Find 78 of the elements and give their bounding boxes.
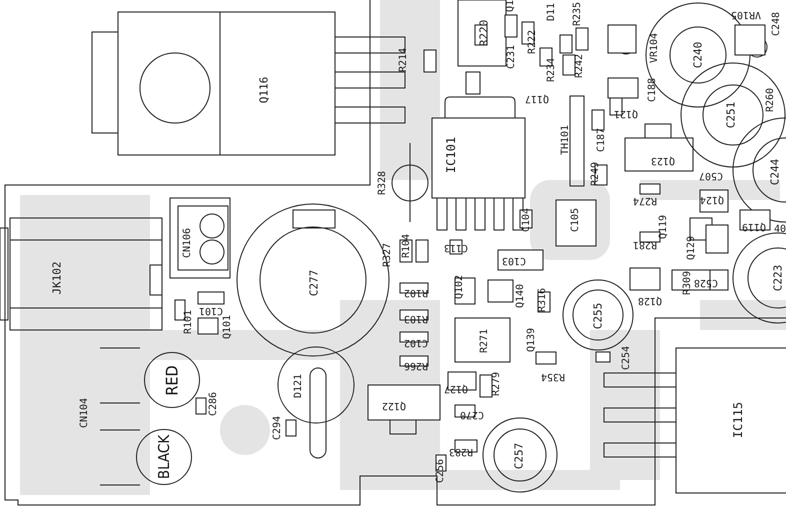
part-designator: Q102 xyxy=(455,274,465,300)
part-designator: R235 xyxy=(573,2,583,26)
part-designator: R214 xyxy=(399,48,409,72)
part-designator: C104 xyxy=(522,208,532,232)
part-designator: C286 xyxy=(209,392,219,416)
part-designator: R260 xyxy=(766,88,776,112)
part-designator: C105 xyxy=(571,208,581,232)
part-designator: R281 xyxy=(632,239,658,249)
part-designator: C101 xyxy=(198,305,224,315)
part-designator: C113 xyxy=(444,242,468,252)
part-designator: Q127 xyxy=(444,383,468,393)
part-designator: R327 xyxy=(383,242,393,268)
wire-pad-circle xyxy=(136,429,192,485)
part-designator: R279 xyxy=(492,372,502,396)
part-designator: R309 xyxy=(683,270,693,296)
part-designator: C270 xyxy=(460,409,484,419)
part-designator: R266 xyxy=(404,360,428,370)
part-designator: TH101 xyxy=(561,124,571,156)
wire-color-label: BLACK xyxy=(155,434,173,480)
part-designator: D121 xyxy=(294,374,304,398)
part-designator: R234 xyxy=(547,58,557,82)
part-designator: Q116 xyxy=(258,76,270,104)
part-designator: Q101 xyxy=(223,314,233,340)
part-designator: Q124 xyxy=(700,194,724,204)
part-designator: R283 xyxy=(448,446,474,456)
part-designator: R354 xyxy=(540,371,566,381)
part-designator: R103 xyxy=(404,313,428,323)
part-designator: VR105 xyxy=(730,9,762,19)
part-designator: R104 xyxy=(402,234,412,258)
part-designator: R220 xyxy=(478,20,490,46)
part-designator: Q117 xyxy=(524,93,550,103)
part-designator: C251 xyxy=(726,102,736,128)
part-designator: C294 xyxy=(273,416,283,440)
part-designator: Q121 xyxy=(614,108,638,118)
part-designator: C256 xyxy=(436,458,446,484)
part-designator: C188 xyxy=(648,78,658,102)
part-designator: Q129 xyxy=(687,236,697,260)
part-designator: Q122 xyxy=(382,400,406,410)
part-designator: C277 xyxy=(308,270,320,296)
part-designator: JK102 xyxy=(52,261,62,295)
part-designator: Q123 xyxy=(650,155,676,165)
part-designator: CN104 xyxy=(80,398,90,428)
part-designator: C257 xyxy=(514,442,524,470)
part-designator: R242 xyxy=(575,54,585,78)
part-designator: D11 xyxy=(547,2,557,22)
part-designator: C507 xyxy=(698,170,724,180)
part-designator: 40 xyxy=(774,225,786,235)
wire-color-label: RED xyxy=(162,364,182,396)
part-designator: C187 xyxy=(597,128,607,152)
part-designator: C248 xyxy=(772,12,782,36)
part-designator: R222 xyxy=(528,30,538,54)
part-designator: Q119 xyxy=(659,214,669,240)
part-designator: R328 xyxy=(378,170,388,196)
part-designator: C103 xyxy=(502,255,526,265)
part-designator: C254 xyxy=(622,346,632,370)
part-designator: Q139 xyxy=(527,328,537,352)
part-designator: C240 xyxy=(692,42,704,68)
part-designator: IC101 xyxy=(445,136,457,174)
part-designator: R274 xyxy=(632,195,658,205)
part-designator: C244 xyxy=(770,158,780,186)
part-designator: C102 xyxy=(404,337,428,347)
part-designator: Q140 xyxy=(516,284,526,308)
part-designator: R316 xyxy=(538,288,548,312)
part-designator: C255 xyxy=(592,302,604,330)
part-designator: C231 xyxy=(507,44,517,70)
part-designator: C528 xyxy=(694,277,718,287)
part-designator: VR104 xyxy=(650,32,660,64)
part-designator: CN106 xyxy=(183,228,193,258)
part-designator: R102 xyxy=(404,287,428,297)
part-designator: Q1 xyxy=(506,0,516,12)
part-designator: R101 xyxy=(184,310,194,334)
part-designator: IC115 xyxy=(732,402,744,438)
part-designator: R249 xyxy=(591,162,601,186)
part-designator: Q119 xyxy=(742,221,766,231)
wire-pad-circle xyxy=(144,352,200,408)
part-designator: R271 xyxy=(480,328,490,354)
part-designator: Q128 xyxy=(638,295,662,305)
part-designator: C223 xyxy=(772,264,784,292)
